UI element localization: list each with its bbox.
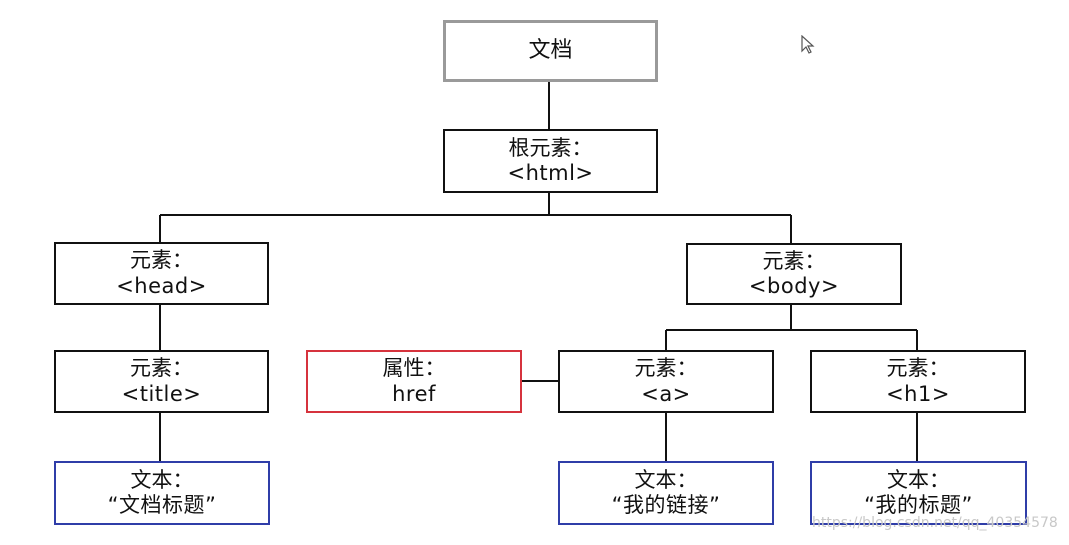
title-element-tag: <title> <box>121 381 202 406</box>
h1-element-node: 元素： <h1> <box>810 350 1026 413</box>
title-text-node: 文本： “文档标题” <box>54 461 270 525</box>
heading-text-node: 文本： “我的标题” <box>810 461 1027 525</box>
document-node-label: 文档 <box>528 37 573 63</box>
title-text-value: “文档标题” <box>107 493 217 517</box>
watermark-text: https://blog.csdn.net/qq_40354578 <box>812 515 1058 531</box>
title-text-label: 文本： <box>130 467 194 492</box>
link-text-value: “我的链接” <box>611 493 721 517</box>
root-element-tag: <html> <box>507 161 594 185</box>
head-element-label: 元素： <box>130 248 193 273</box>
href-attribute-label: 属性： <box>382 356 446 381</box>
href-attribute-name: href <box>392 381 436 406</box>
body-element-node: 元素： <body> <box>686 243 902 305</box>
heading-text-label: 文本： <box>887 467 950 492</box>
title-element-label: 元素： <box>130 356 193 381</box>
document-node: 文档 <box>443 20 658 82</box>
head-element-tag: <head> <box>116 273 207 298</box>
root-element-label: 根元素： <box>508 135 593 160</box>
root-element-node: 根元素： <html> <box>443 129 658 193</box>
a-element-tag: <a> <box>641 381 691 406</box>
a-element-node: 元素： <a> <box>558 350 774 413</box>
h1-element-label: 元素： <box>886 356 950 381</box>
body-element-label: 元素： <box>762 248 826 273</box>
heading-text-value: “我的标题” <box>864 493 973 517</box>
href-attribute-node: 属性： href <box>306 350 522 413</box>
link-text-node: 文本： “我的链接” <box>558 461 774 525</box>
link-text-label: 文本： <box>634 467 698 492</box>
h1-element-tag: <h1> <box>886 381 950 406</box>
body-element-tag: <body> <box>748 274 840 298</box>
a-element-label: 元素： <box>634 356 698 381</box>
title-element-node: 元素： <title> <box>54 350 269 413</box>
head-element-node: 元素： <head> <box>54 242 269 305</box>
mouse-pointer-icon <box>801 35 815 54</box>
